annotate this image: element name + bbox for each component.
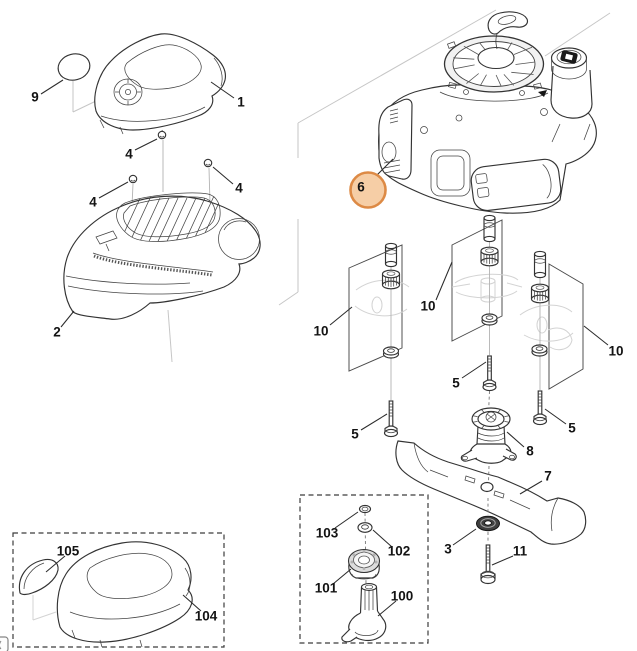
hardware-group-right (519, 250, 584, 426)
part-washer-3[interactable] (476, 515, 500, 532)
part-label-5-1[interactable]: 5 (351, 426, 359, 442)
part-label-7[interactable]: 7 (544, 468, 552, 484)
part-label-100[interactable]: 100 (390, 588, 414, 604)
sleeve-10-right[interactable] (533, 250, 547, 279)
part-housing-104[interactable] (56, 541, 193, 648)
ghost-guide-lines (72, 9, 611, 363)
part-adapter-8[interactable] (460, 407, 517, 464)
kit-box-housing (12, 532, 225, 648)
part-engine-6[interactable] (378, 11, 597, 214)
bolt-5-right[interactable] (532, 390, 548, 426)
part-label-10-1[interactable]: 10 (313, 323, 329, 339)
part-label-8[interactable]: 8 (526, 443, 534, 459)
part-blade-7[interactable] (395, 440, 587, 545)
blade-assembly-axis (487, 465, 490, 543)
part-label-5-3[interactable]: 5 (568, 420, 576, 436)
washer-10-middle[interactable] (481, 313, 498, 326)
part-label-2[interactable]: 2 (53, 324, 61, 340)
sleeve-10-middle[interactable] (483, 214, 496, 243)
corner-control-fragment[interactable] (0, 636, 9, 651)
part-washer-102[interactable] (357, 522, 373, 533)
part-label-11[interactable]: 11 (512, 543, 528, 559)
part-label-105[interactable]: 105 (56, 543, 80, 559)
part-bearing-101[interactable] (347, 548, 381, 580)
part-bolt-11[interactable] (480, 544, 496, 585)
part-label-10-2[interactable]: 10 (420, 298, 436, 314)
part-cover-2[interactable] (63, 192, 261, 320)
hardware-group-left (348, 242, 410, 438)
part-label-104[interactable]: 104 (194, 608, 218, 624)
nut-10-middle[interactable] (480, 246, 499, 267)
kit-box-adapter (299, 494, 429, 644)
part-ring-103[interactable] (358, 504, 372, 514)
part-label-5-2[interactable]: 5 (452, 375, 460, 391)
nut-10-left[interactable] (381, 269, 401, 290)
sleeve-10-left[interactable] (384, 242, 398, 268)
bolt-5-left[interactable] (383, 400, 399, 438)
part-label-4-3[interactable]: 4 (89, 194, 97, 210)
part-label-101[interactable]: 101 (314, 580, 338, 596)
bolt-5-middle[interactable] (482, 355, 497, 392)
part-panel-105[interactable] (18, 558, 59, 596)
part-label-6-selected[interactable]: 6 (357, 179, 365, 195)
part-shaft-100[interactable] (341, 583, 387, 643)
part-label-3[interactable]: 3 (444, 541, 452, 557)
part-sticker-9[interactable] (55, 51, 92, 84)
washer-10-right[interactable] (531, 344, 548, 357)
washer-10-left[interactable] (382, 346, 400, 359)
leader-lines (40, 79, 609, 617)
part-label-9[interactable]: 9 (31, 89, 39, 105)
part-label-4-2[interactable]: 4 (235, 180, 243, 196)
part-label-1[interactable]: 1 (237, 94, 245, 110)
part-label-102[interactable]: 102 (387, 543, 411, 559)
selected-part-highlight[interactable] (349, 171, 387, 209)
nut-10-right[interactable] (530, 283, 550, 304)
part-label-103[interactable]: 103 (315, 525, 339, 541)
part-label-10-3[interactable]: 10 (608, 343, 624, 359)
part-cover-1[interactable] (94, 33, 227, 138)
part-label-4-1[interactable]: 4 (125, 146, 133, 162)
hardware-group-middle (451, 214, 523, 408)
